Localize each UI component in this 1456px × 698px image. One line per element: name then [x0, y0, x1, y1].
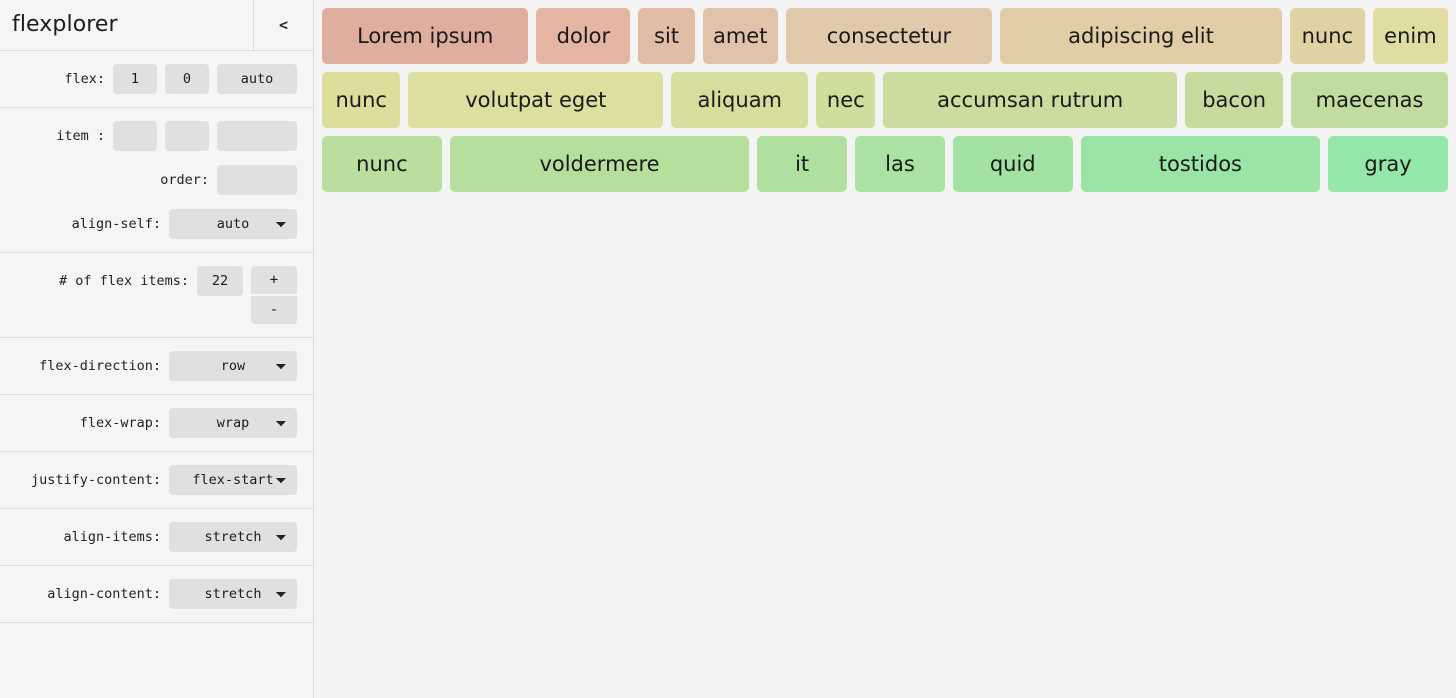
item-grow-input[interactable]	[113, 121, 157, 151]
sidebar-section-item-properties: item : order: align-self: autoflex-startfle…	[0, 108, 313, 253]
flex-item[interactable]: gray	[1328, 136, 1448, 192]
control-group: flex-startflex-endcenterbaselinestretch	[169, 522, 297, 552]
control-group	[217, 165, 297, 195]
item-shrink-input[interactable]	[165, 121, 209, 151]
sidebar-section-flex-direction: flex-direction: rowrow-reversecolumncolum…	[0, 338, 313, 395]
control-row: flex:	[0, 61, 313, 97]
flex-item[interactable]: Lorem ipsum	[322, 8, 529, 64]
control-group: flex-startflex-endcenterspace-betweenspa…	[169, 465, 297, 495]
flex-item[interactable]: volutpat eget	[408, 72, 664, 128]
sidebar-sections: flex: item : order: align-self: autoflex-sta…	[0, 51, 313, 623]
control-label: flex-direction:	[39, 358, 161, 374]
control-label: align-self:	[71, 216, 161, 232]
control-row: align-self: autoflex-startflex-endcenterb…	[0, 206, 313, 242]
flex-shrink-input[interactable]	[165, 64, 209, 94]
flex-item[interactable]: adipiscing elit	[1000, 8, 1282, 64]
control-label: item :	[56, 128, 105, 144]
control-row: flex-wrap: nowrapwrapwrap-reverse	[0, 405, 313, 441]
flex-item[interactable]: voldermere	[449, 136, 750, 192]
sidebar-section-flex-wrap: flex-wrap: nowrapwrapwrap-reverse	[0, 395, 313, 452]
sidebar-section-align-content: align-content: flex-startflex-endcentersp…	[0, 566, 313, 623]
control-row: item :	[0, 118, 313, 154]
app-title: flexplorer	[12, 12, 118, 37]
flex-direction-select[interactable]: rowrow-reversecolumncolumn-reverse	[169, 351, 297, 381]
control-row: justify-content: flex-startflex-endcenter…	[0, 462, 313, 498]
increment-items-button[interactable]: +	[251, 266, 297, 294]
item-basis-input[interactable]	[217, 121, 297, 151]
flex-item[interactable]: dolor	[536, 8, 631, 64]
control-label: justify-content:	[30, 472, 161, 488]
flex-item[interactable]: enim	[1372, 8, 1448, 64]
control-group: autoflex-startflex-endcenterbaselinestre…	[169, 209, 297, 239]
align-self-select[interactable]: autoflex-startflex-endcenterbaselinestre…	[169, 209, 297, 239]
control-row: align-items: flex-startflex-endcenterbase…	[0, 519, 313, 555]
flex-item[interactable]: consectetur	[785, 8, 993, 64]
flex-item[interactable]: sit	[638, 8, 695, 64]
control-group	[113, 64, 297, 94]
flex-item[interactable]: quid	[952, 136, 1073, 192]
flex-item[interactable]: accumsan rutrum	[883, 72, 1178, 128]
control-label: align-items:	[63, 529, 161, 545]
control-group	[113, 121, 297, 151]
sidebar-section-item-count: # of flex items: +-	[0, 253, 313, 338]
control-group: +-	[197, 266, 297, 324]
control-row: flex-direction: rowrow-reversecolumncolum…	[0, 348, 313, 384]
flex-item[interactable]: nunc	[322, 136, 442, 192]
sidebar-section-justify-content: justify-content: flex-startflex-endcenter…	[0, 452, 313, 509]
flex-item[interactable]: nunc	[322, 72, 401, 128]
control-row: order:	[0, 162, 313, 198]
flex-wrap-select[interactable]: nowrapwrapwrap-reverse	[169, 408, 297, 438]
flex-basis-input[interactable]	[217, 64, 297, 94]
align-items-select[interactable]: flex-startflex-endcenterbaselinestretch	[169, 522, 297, 552]
control-row: # of flex items: +-	[0, 263, 313, 327]
chevron-left-icon: <	[278, 16, 289, 34]
control-group: flex-startflex-endcenterspace-betweenspa…	[169, 579, 297, 609]
flex-item[interactable]: amet	[702, 8, 778, 64]
flex-grow-input[interactable]	[113, 64, 157, 94]
flex-item[interactable]: bacon	[1185, 72, 1284, 128]
flex-item[interactable]: nunc	[1289, 8, 1365, 64]
sidebar-header: flexplorer <	[0, 0, 313, 51]
order-input[interactable]	[217, 165, 297, 195]
flex-item[interactable]: tostidos	[1080, 136, 1321, 192]
sidebar-collapse-button[interactable]: <	[253, 0, 313, 51]
control-label: align-content:	[47, 586, 161, 602]
control-label: flex-wrap:	[79, 415, 161, 431]
control-label: # of flex items:	[58, 273, 189, 289]
control-label: order:	[160, 172, 209, 188]
sidebar-section-align-items: align-items: flex-startflex-endcenterbase…	[0, 509, 313, 566]
control-group: nowrapwrapwrap-reverse	[169, 408, 297, 438]
align-content-select[interactable]: flex-startflex-endcenterspace-betweenspa…	[169, 579, 297, 609]
control-row: align-content: flex-startflex-endcentersp…	[0, 576, 313, 612]
control-group: rowrow-reversecolumncolumn-reverse	[169, 351, 297, 381]
sidebar-section-flex-shorthand: flex:	[0, 51, 313, 108]
decrement-items-button[interactable]: -	[251, 296, 297, 324]
justify-content-select[interactable]: flex-startflex-endcenterspace-betweenspa…	[169, 465, 297, 495]
flex-item-count-stepper: +-	[251, 266, 297, 324]
flex-item[interactable]: aliquam	[671, 72, 809, 128]
control-sidebar: flexplorer < flex: item : order: align-self…	[0, 0, 314, 698]
flex-item[interactable]: las	[855, 136, 945, 192]
flex-item-count-input[interactable]	[197, 266, 243, 296]
flex-item[interactable]: maecenas	[1291, 72, 1448, 128]
flex-item[interactable]: it	[757, 136, 848, 192]
control-label: flex:	[64, 71, 105, 87]
flex-item[interactable]: nec	[816, 72, 876, 128]
